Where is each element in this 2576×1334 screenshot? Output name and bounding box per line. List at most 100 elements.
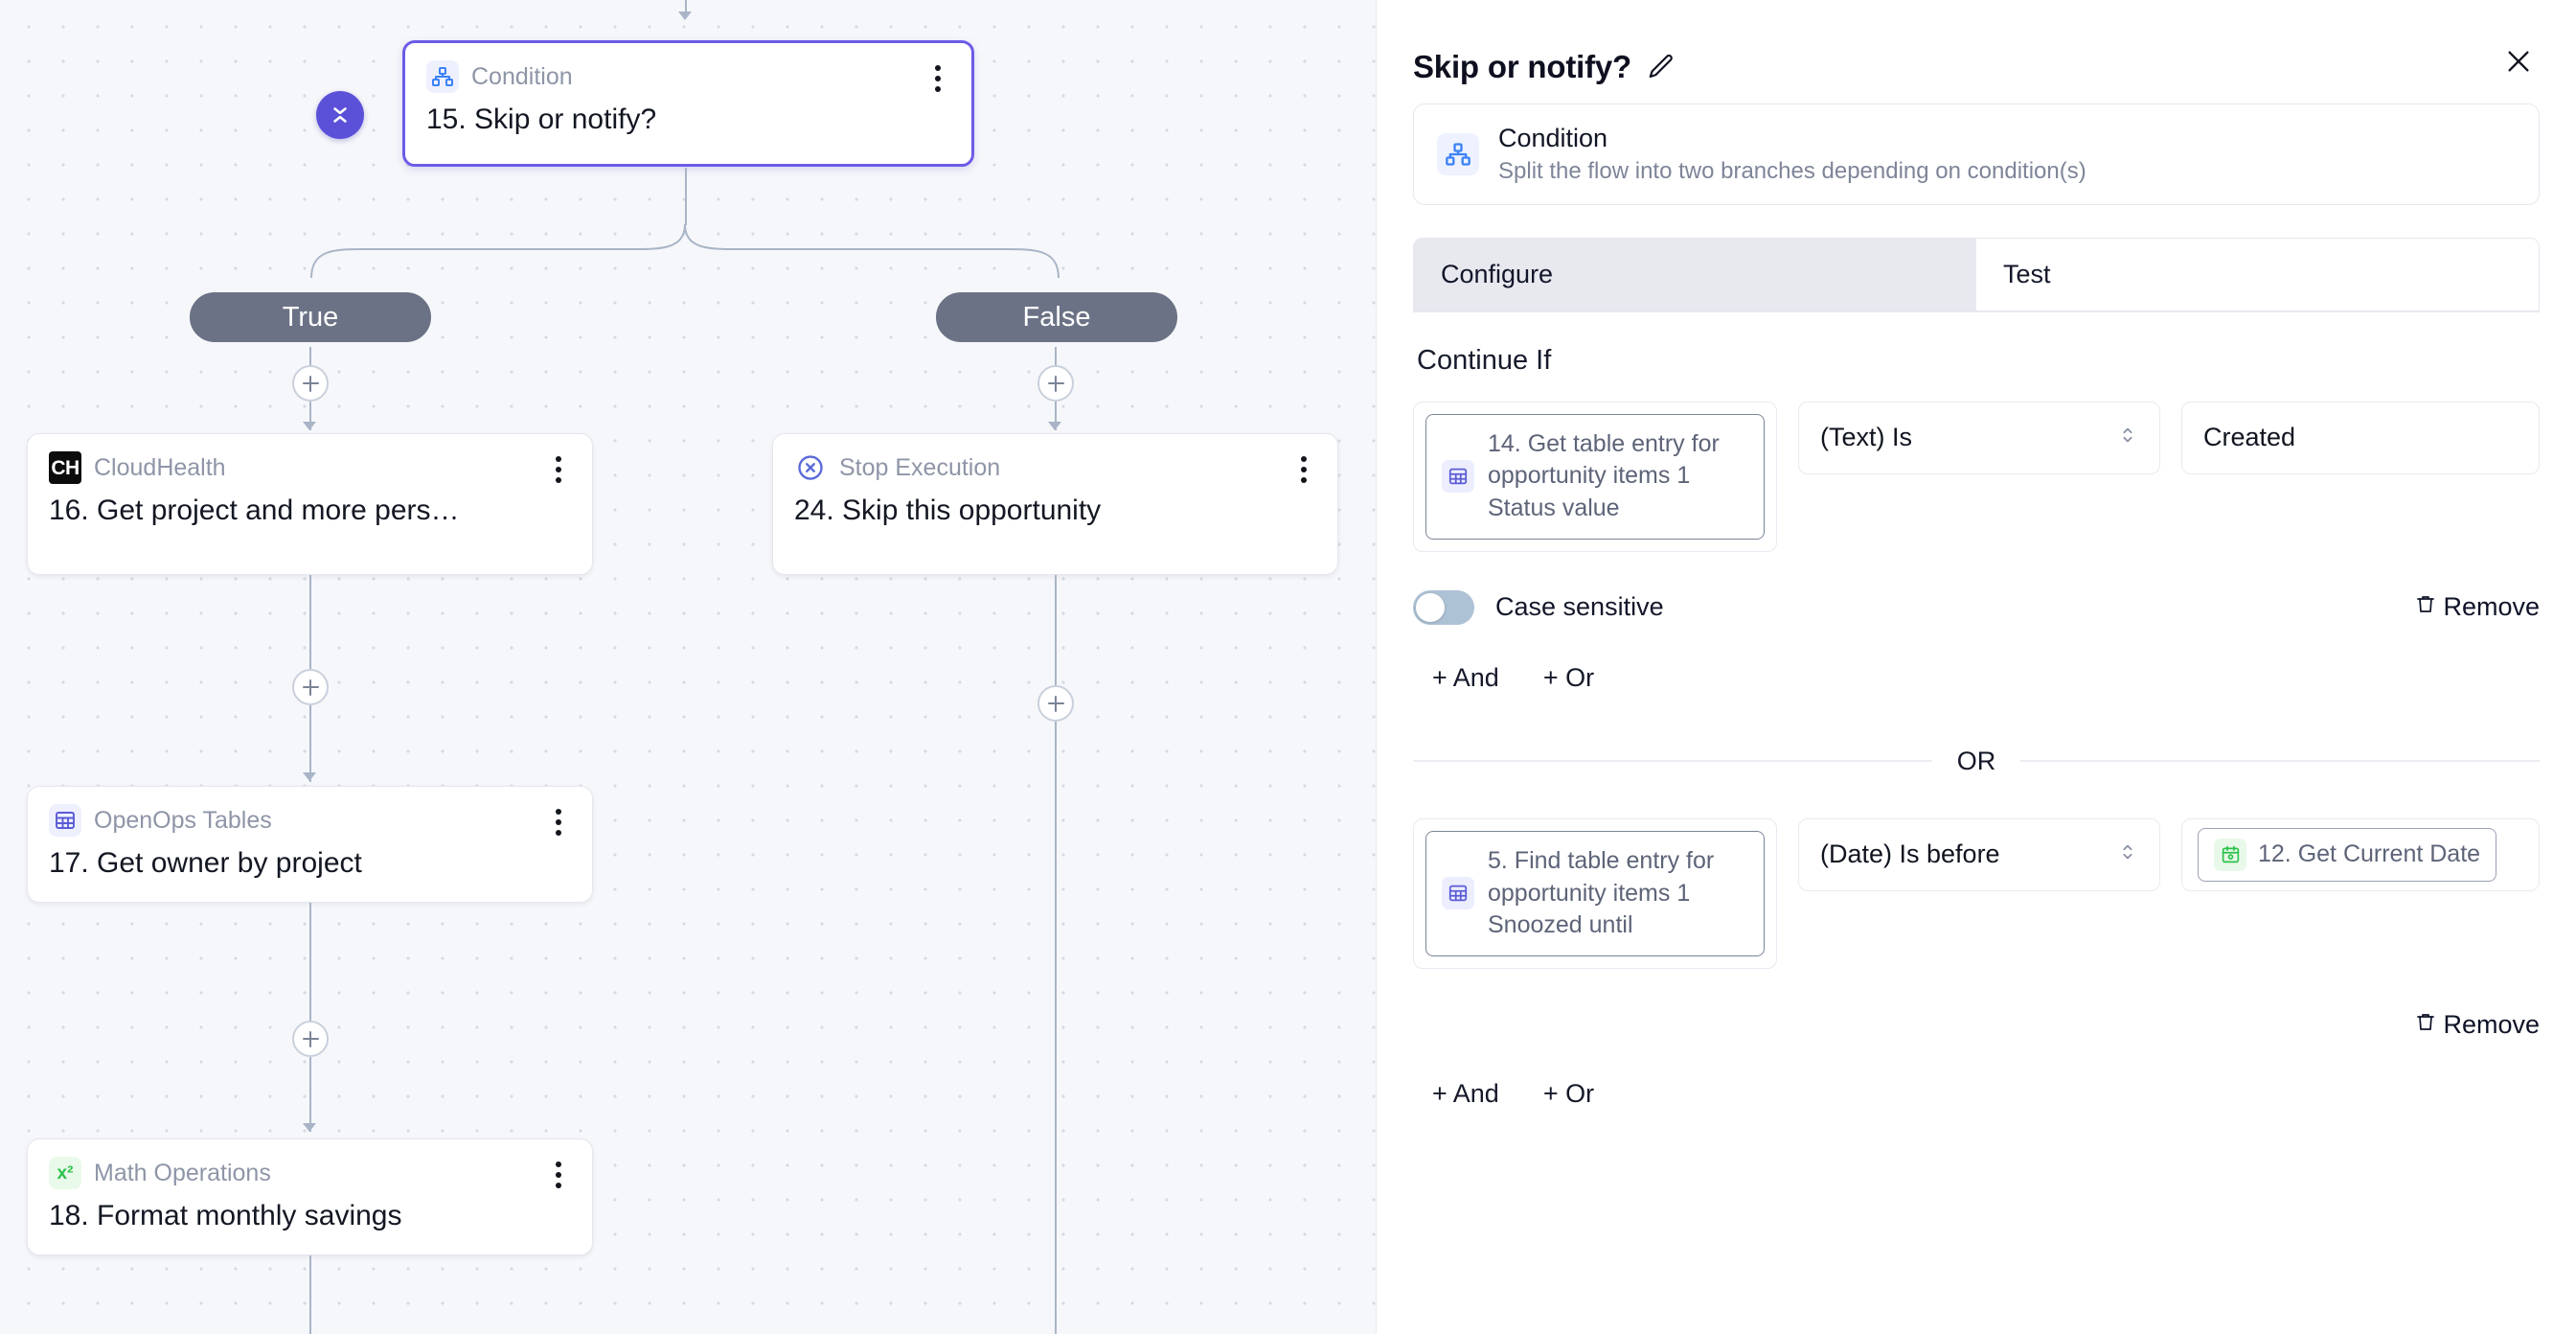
tab-test[interactable]: Test — [1976, 239, 2539, 310]
node-menu-button[interactable] — [925, 64, 950, 93]
tab-underline — [1413, 310, 2540, 312]
edge-plus3-down — [309, 1057, 311, 1132]
edge-true-arrow — [303, 422, 316, 430]
condition-left-operand[interactable]: 14. Get table entry for opportunity item… — [1413, 401, 1777, 552]
table-icon — [49, 804, 81, 837]
variable-token[interactable]: 14. Get table entry for opportunity item… — [1425, 413, 1765, 540]
piece-description: Split the flow into two branches dependi… — [1498, 158, 2086, 184]
divider-line-right — [2020, 760, 2540, 763]
condition-group-2: 5. Find table entry for opportunity item… — [1413, 817, 2540, 1109]
add-condition-row: + And + Or — [1413, 1079, 2540, 1109]
more-vertical-icon — [935, 65, 941, 71]
table-icon — [1442, 877, 1474, 910]
flow-node-openops-tables[interactable]: OpenOps Tables 17. Get owner by project — [27, 786, 593, 903]
remove-condition-button[interactable]: Remove — [2414, 1009, 2540, 1041]
tab-configure[interactable]: Configure — [1414, 239, 1976, 310]
remove-condition-button[interactable]: Remove — [2414, 591, 2540, 623]
node-menu-button[interactable] — [546, 1161, 571, 1189]
math-icon: x² — [49, 1157, 81, 1189]
condition-value-input[interactable]: 12. Get Current Date — [2181, 817, 2540, 891]
node-menu-button[interactable] — [546, 455, 571, 484]
branch-pill-true[interactable]: True — [185, 288, 436, 347]
node-title: 18. Format monthly savings — [49, 1200, 402, 1231]
edge-false-to-plus — [1055, 347, 1057, 376]
cloudhealth-icon: CH — [49, 451, 81, 484]
edge-true-to-plus — [309, 347, 311, 376]
node-header: CH CloudHealth — [49, 451, 571, 484]
case-sensitive-label: Case sensitive — [1495, 592, 1664, 622]
canvas-panel-divider — [1376, 0, 1377, 1334]
continue-if-label: Continue If — [1417, 344, 1552, 376]
node-header: OpenOps Tables — [49, 804, 571, 837]
condition-group-1: 14. Get table entry for opportunity item… — [1413, 401, 2540, 693]
more-vertical-icon — [556, 456, 561, 462]
group-or-divider: OR — [1413, 747, 2540, 776]
edge-incoming — [685, 0, 687, 15]
add-step-button-false-2[interactable] — [1037, 685, 1074, 722]
toggle-knob — [1416, 592, 1445, 622]
node-vendor-label: CloudHealth — [94, 453, 226, 481]
flow-canvas[interactable]: Condition 15. Skip or notify? True False — [0, 0, 1377, 1334]
condition-value-input[interactable]: Created — [2181, 401, 2540, 474]
node-title: 17. Get owner by project — [49, 847, 362, 879]
add-and-button[interactable]: + And — [1432, 1079, 1499, 1108]
add-step-button-2[interactable] — [292, 669, 329, 705]
add-condition-row: + And + Or — [1413, 663, 2540, 693]
token-label: 5. Find table entry for opportunity item… — [1488, 846, 1715, 939]
edge-false-tail — [1055, 722, 1057, 1334]
add-and-button[interactable]: + And — [1432, 662, 1499, 692]
edge-true-plus-to-node — [309, 402, 311, 430]
trash-icon — [2414, 591, 2437, 623]
divider-label: OR — [1956, 746, 1996, 775]
stop-execution-icon — [794, 451, 827, 484]
cloudhealth-icon-text: CH — [51, 456, 80, 479]
case-sensitive-toggle[interactable] — [1413, 589, 1474, 625]
edge-split-curves — [310, 223, 1060, 279]
step-settings-panel: Skip or notify? Condition — [1377, 0, 2576, 1334]
trash-icon — [2414, 1009, 2437, 1041]
condition-row: 5. Find table entry for opportunity item… — [1413, 817, 2540, 969]
piece-name: Condition — [1498, 124, 1608, 152]
chevron-updown-icon — [2117, 840, 2138, 869]
condition-operator-select[interactable]: (Date) Is before — [1798, 817, 2160, 891]
edge-math-down — [309, 1255, 311, 1334]
collapse-branch-button[interactable] — [316, 91, 364, 139]
condition-operator-select[interactable]: (Text) Is — [1798, 401, 2160, 474]
sitemap-icon — [426, 60, 459, 93]
token-label: 14. Get table entry for opportunity item… — [1488, 429, 1720, 522]
node-vendor-label: Math Operations — [94, 1159, 271, 1186]
variable-token[interactable]: 12. Get Current Date — [2198, 827, 2497, 882]
remove-condition-row: Remove — [1413, 1009, 2540, 1041]
chevron-updown-icon — [2117, 423, 2138, 452]
panel-tabs: Configure Test — [1413, 238, 2540, 310]
edge-incoming-arrow — [678, 12, 692, 20]
add-or-button[interactable]: + Or — [1542, 1079, 1595, 1108]
divider-line-left — [1413, 760, 1932, 763]
condition-row: 14. Get table entry for opportunity item… — [1413, 401, 2540, 552]
node-title: 16. Get project and more pers… — [49, 494, 460, 526]
add-step-button-false[interactable] — [1037, 365, 1074, 402]
branch-pill-false[interactable]: False — [931, 288, 1182, 347]
more-vertical-icon — [556, 1162, 561, 1167]
add-step-button-true[interactable] — [292, 365, 329, 402]
flow-node-cloudhealth[interactable]: CH CloudHealth 16. Get project and more … — [27, 433, 593, 575]
add-or-button[interactable]: + Or — [1542, 662, 1595, 692]
flow-node-stop-execution[interactable]: Stop Execution 24. Skip this opportunity — [772, 433, 1338, 575]
piece-info-text: Condition Split the flow into two branch… — [1498, 124, 2086, 185]
token-label: 12. Get Current Date — [2258, 840, 2481, 867]
more-vertical-icon — [1301, 456, 1307, 462]
add-step-button-3[interactable] — [292, 1021, 329, 1057]
variable-token[interactable]: 5. Find table entry for opportunity item… — [1425, 830, 1765, 956]
node-vendor-label: Condition — [471, 62, 573, 90]
pencil-icon[interactable] — [1647, 53, 1676, 81]
node-menu-button[interactable] — [546, 808, 571, 837]
close-icon[interactable] — [2497, 40, 2540, 82]
remove-label: Remove — [2443, 1010, 2540, 1039]
flow-node-math-operations[interactable]: x² Math Operations 18. Format monthly sa… — [27, 1138, 593, 1255]
node-header: x² Math Operations — [49, 1157, 571, 1189]
branch-label: False — [1022, 301, 1091, 333]
condition-left-operand[interactable]: 5. Find table entry for opportunity item… — [1413, 817, 1777, 969]
math-icon-text: x² — [57, 1162, 74, 1184]
node-menu-button[interactable] — [1291, 455, 1316, 484]
flow-node-condition[interactable]: Condition 15. Skip or notify? — [402, 40, 974, 167]
